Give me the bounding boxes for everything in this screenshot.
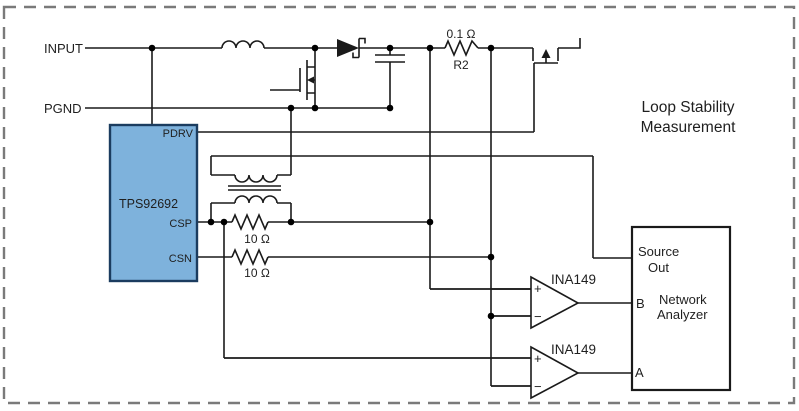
input-net-label: INPUT bbox=[44, 41, 83, 56]
dimming-mosfet-arrow-icon bbox=[541, 49, 551, 58]
r2-value-label: 0.1 Ω bbox=[447, 27, 476, 41]
injection-transformer bbox=[210, 108, 292, 222]
network-analyzer-box bbox=[630, 225, 732, 392]
schottky-diode bbox=[337, 37, 366, 59]
analyzer-port-a-label: A bbox=[635, 365, 644, 380]
minus-sign: − bbox=[534, 379, 542, 394]
csp-resistor bbox=[231, 212, 269, 232]
plus-sign: + bbox=[534, 281, 542, 296]
dimming-mosfet bbox=[532, 48, 559, 132]
minus-sign: − bbox=[534, 309, 542, 324]
csp-resistor-value-label: 10 Ω bbox=[244, 232, 270, 246]
dashed-frame bbox=[2, 5, 796, 405]
pin-label-csn: CSN bbox=[169, 253, 192, 265]
r2-right-sense-wire bbox=[490, 48, 531, 387]
r2-ref-label: R2 bbox=[453, 58, 469, 72]
ina149-bottom-amp: + − bbox=[224, 345, 632, 400]
pin-label-csp: CSP bbox=[169, 218, 192, 230]
tps92692-ic bbox=[108, 123, 199, 283]
figure-title-line2: Measurement bbox=[641, 119, 736, 136]
source-out-wire bbox=[210, 155, 632, 259]
input-net-wire bbox=[85, 38, 581, 125]
ina149-top-label: INA149 bbox=[551, 272, 596, 287]
ic-part-number: TPS92692 bbox=[119, 197, 178, 211]
analyzer-name-line1: Network bbox=[659, 292, 707, 307]
sense-resistor-r2 bbox=[444, 38, 479, 58]
ina149-bottom-label: INA149 bbox=[551, 342, 596, 357]
transformer-core bbox=[228, 185, 281, 191]
boost-mosfet bbox=[270, 48, 316, 108]
figure-title-line1: Loop Stability bbox=[641, 99, 734, 116]
csp-branch-wire bbox=[223, 222, 531, 359]
boost-inductor bbox=[221, 40, 265, 49]
analyzer-source-label-line1: Source bbox=[638, 244, 679, 259]
opamp-triangle bbox=[530, 275, 580, 330]
ina149-top-amp: + − bbox=[430, 275, 632, 330]
mosfet-arrow-icon bbox=[307, 76, 314, 84]
analyzer-source-label-line2: Out bbox=[648, 260, 669, 275]
junction-dots bbox=[148, 44, 495, 320]
pin-label-pdrv: PDRV bbox=[163, 128, 194, 140]
csn-resistor-value-label: 10 Ω bbox=[244, 266, 270, 280]
r2-left-sense-wire bbox=[429, 48, 531, 290]
analyzer-name-line2: Analyzer bbox=[657, 307, 708, 322]
output-capacitor bbox=[375, 48, 405, 108]
csn-resistor bbox=[231, 247, 269, 267]
analyzer-port-b-label: B bbox=[636, 296, 645, 311]
opamp-triangle bbox=[530, 345, 580, 400]
plus-sign: + bbox=[534, 351, 542, 366]
pgnd-net-label: PGND bbox=[44, 101, 82, 116]
